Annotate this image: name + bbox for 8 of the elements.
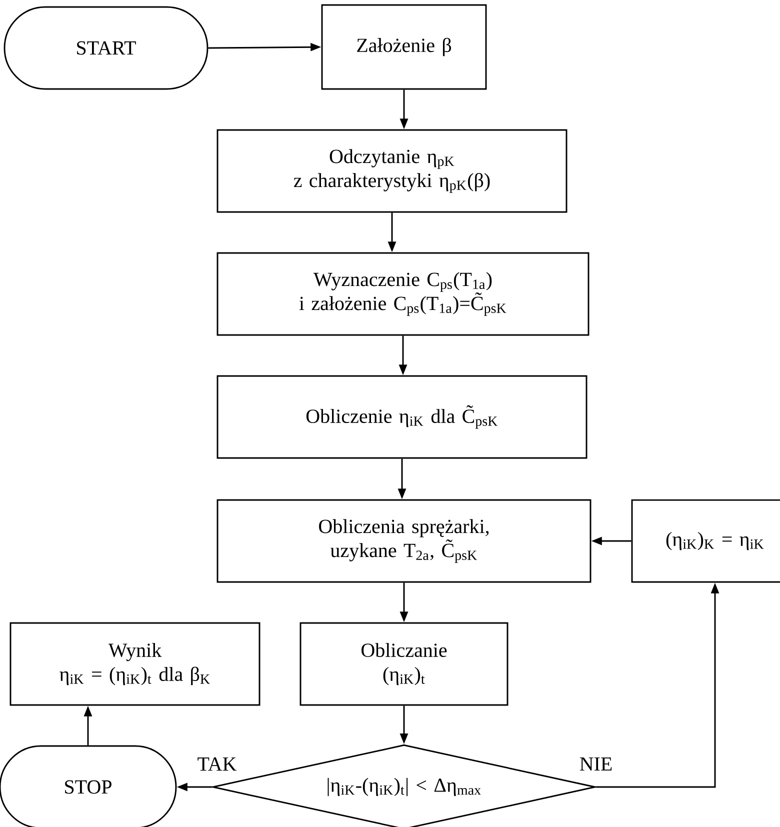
process-box: Wyznaczenie C$_{ps}$(T$_{1a}$) i założenie C$_{ps}$(T$_{1a}$)=C̃$_{psK}$ [216,252,590,336]
process-box: Wynik η$_{iK}$ = (η$_{iK}$)$_{t}$ dla β$_{K}$ [10,622,260,706]
process-box: Obliczenia sprężarki, uzykane T$_{2a}$, C̃$_{psK}$ [216,499,592,583]
process-box: Założenie β [321,4,487,90]
process-box: Odczytanie η$_{pK}$ z charakterystyki η$_{pK}$(β) [216,129,568,213]
process-box: (η$_{iK}$)$_{K}$ = η$_{iK}$ [631,499,780,583]
process-box: Obliczenie η$_{iK}$ dla C̃$_{psK}$ [216,375,588,459]
process-box: Obliczanie (η$_{iK}$)$_{t}$ [300,622,508,706]
